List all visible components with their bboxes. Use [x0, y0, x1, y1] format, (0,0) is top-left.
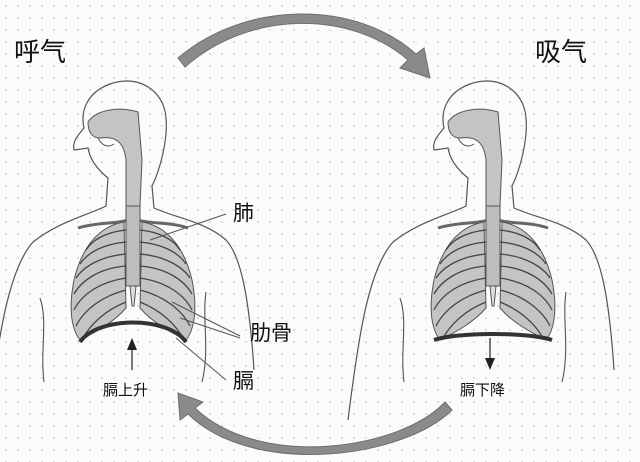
lung-label: 肺: [233, 201, 254, 225]
inhale-title: 吸气: [535, 38, 588, 68]
diaphragm-raised: [78, 320, 188, 344]
diaphragm-down-label: 膈下降: [460, 381, 506, 399]
up-arrow-icon: [127, 338, 137, 370]
rib-label: 肋骨: [250, 321, 292, 345]
cycle-arrow-bottom: [177, 392, 453, 455]
inhale-torso-illustration: [346, 79, 616, 422]
diaphragm-lowered: [433, 332, 553, 342]
diaphragm-label: 膈: [233, 369, 254, 393]
exhale-title: 呼气: [14, 38, 67, 68]
leader-lines: [149, 213, 241, 381]
down-arrow-icon: [485, 338, 495, 370]
diaphragm-up-label: 膈上升: [103, 381, 149, 399]
cycle-arrow-top: [177, 13, 431, 79]
exhale-torso-illustration: [0, 79, 256, 422]
